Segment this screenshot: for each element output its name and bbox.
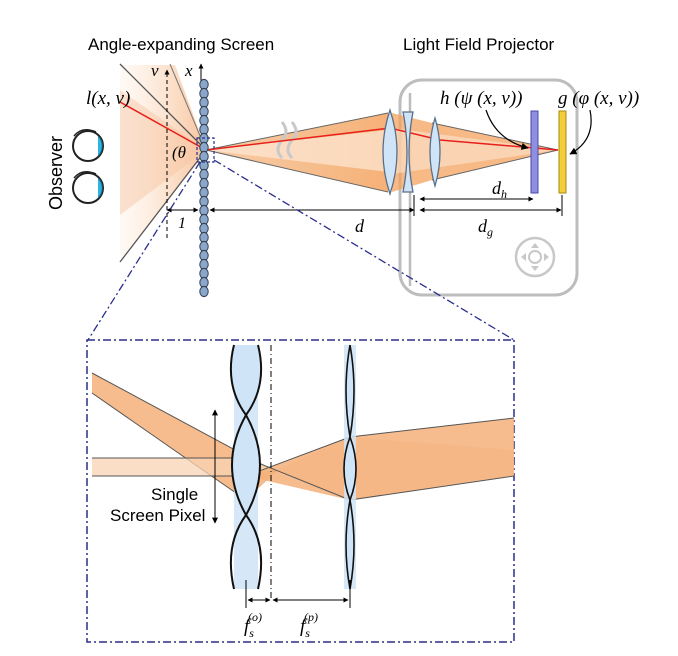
g-label-arrow: [569, 109, 592, 155]
inset-beams: [91, 372, 515, 501]
single-pixel-label-line1: Single: [151, 485, 198, 504]
projector-beam: [205, 112, 559, 193]
screen-pixel-highlight: [196, 137, 215, 163]
fs-o-label: fs(o): [244, 610, 262, 640]
projector-title: Light Field Projector: [403, 35, 555, 54]
fs-p-label: fs(p): [300, 610, 318, 640]
dimension-dh-label: dh: [492, 178, 507, 201]
single-pixel-label-line2: Screen Pixel: [110, 506, 205, 525]
h-label-arrow: [485, 109, 529, 150]
fs-p-dimension: [272, 580, 351, 608]
projector-lens-1: [382, 107, 398, 197]
nu-axis-label: ν: [151, 61, 159, 80]
observer-label: Observer: [46, 136, 66, 210]
inset-projection-lens-array: [343, 344, 357, 590]
inset-frame: [86, 339, 515, 643]
zoom-line-left: [87, 161, 201, 341]
g-modulator-layer: [558, 110, 567, 194]
screen-title: Angle-expanding Screen: [88, 35, 274, 54]
inset-objective-lens-array: [229, 344, 263, 590]
projector-control-icon: [514, 236, 556, 278]
observer-eye-bottom: [72, 171, 104, 204]
dimension-d: [209, 195, 415, 216]
dimension-dg-label: dg: [478, 216, 493, 239]
h-modulator-layer: [530, 110, 539, 194]
observer-eye-top: [72, 129, 104, 162]
h-function-label: h (ψ (x, ν)): [440, 88, 522, 109]
angle-expanding-screen: [199, 78, 209, 298]
light-field-label: l(x, ν): [86, 88, 130, 109]
observer-light-cone: [119, 63, 207, 263]
g-function-label: g (φ (x, ν)): [558, 88, 639, 109]
theta-label: (θ: [172, 143, 186, 162]
dimension-one-label: 1: [178, 215, 186, 232]
x-axis-label: x: [184, 61, 193, 80]
projector-body: [398, 78, 579, 297]
projector-lens-2: [402, 111, 414, 193]
projector-lens-3: [429, 115, 441, 189]
zoom-line-right: [213, 159, 515, 341]
observer-red-ray: [119, 101, 207, 151]
projector-red-ray: [205, 127, 559, 151]
screen-lenslet: [199, 285, 209, 298]
fs-o-dimension: [245, 580, 271, 608]
dimension-d-label: d: [355, 216, 365, 236]
dimension-dg: [419, 195, 563, 216]
